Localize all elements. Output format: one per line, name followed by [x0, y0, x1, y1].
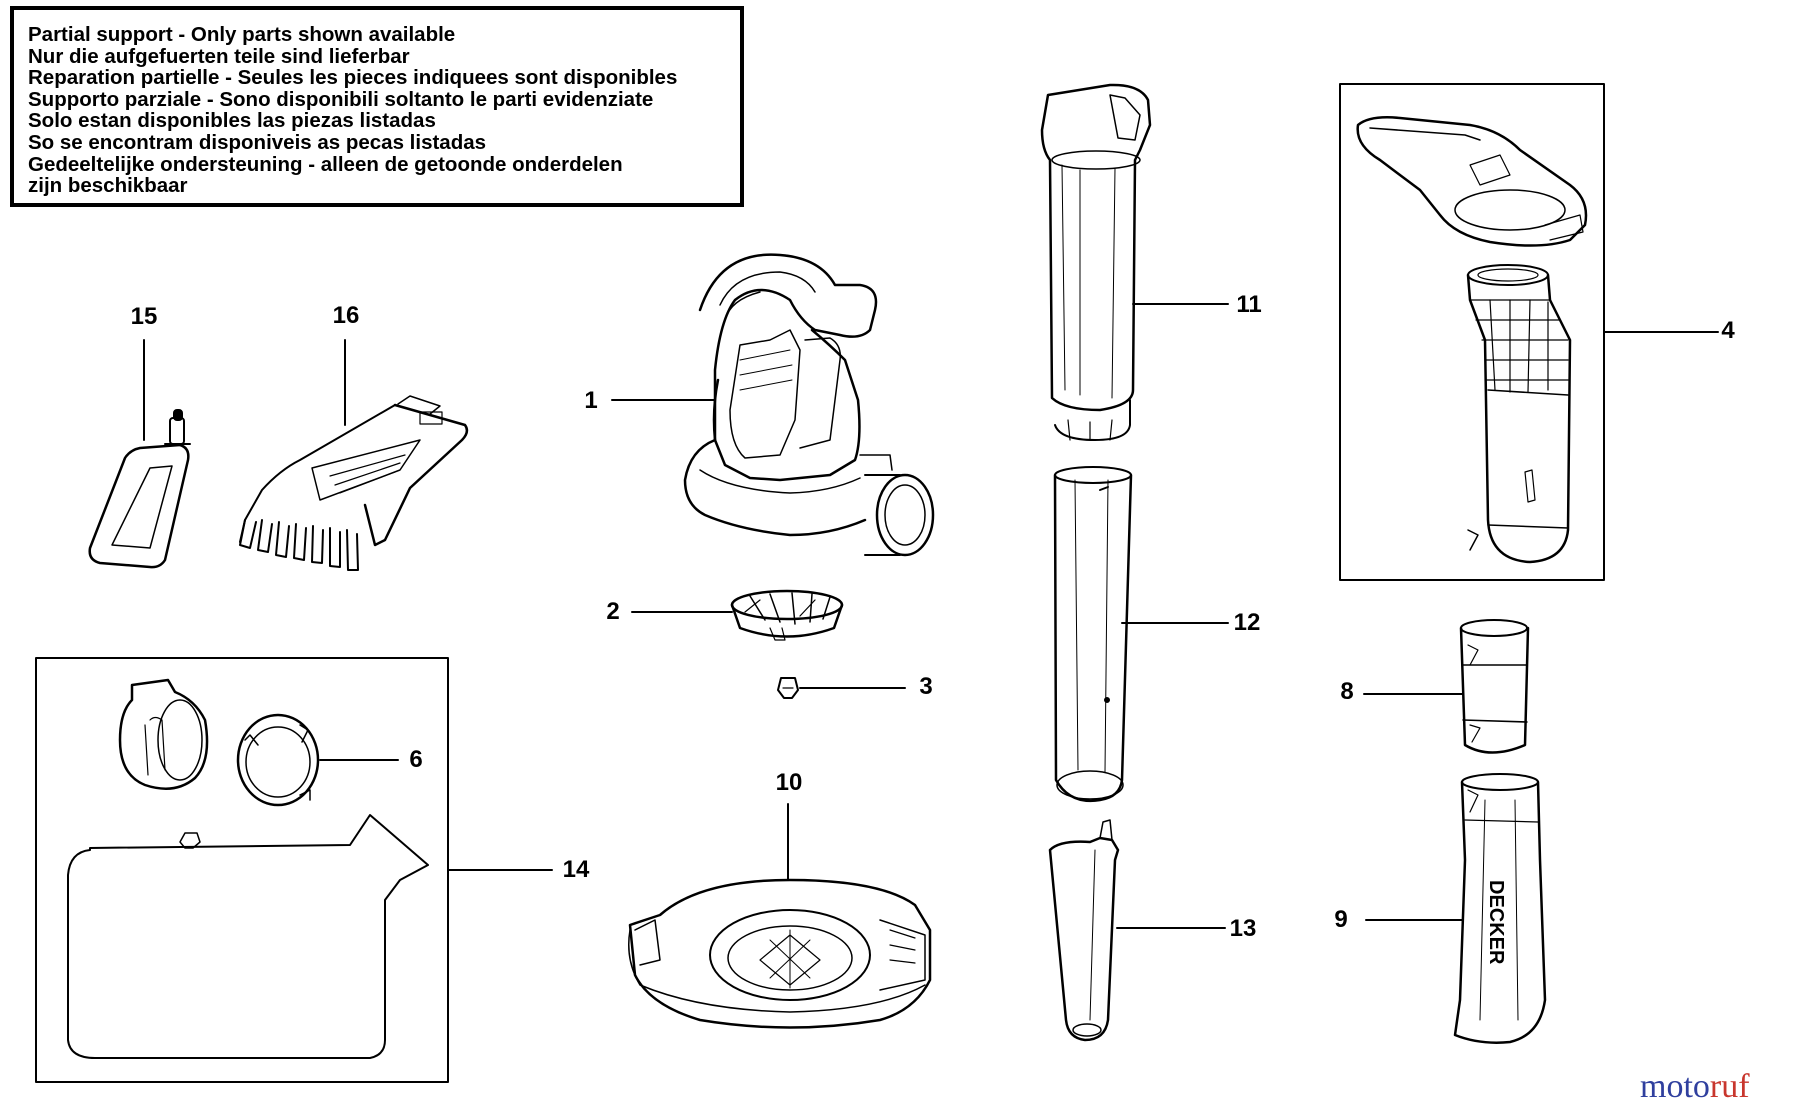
part-13-nozzle [1048, 819, 1120, 1042]
callout-4: 4 [1721, 317, 1735, 344]
callout-3: 3 [919, 673, 932, 700]
notice-line-it: Supporto parziale - Sono disponibili sol… [28, 87, 654, 111]
part-11-upper-tube [1040, 83, 1152, 441]
part-9-lower-tube [1453, 773, 1547, 1044]
callout-1: 1 [584, 387, 597, 414]
callout-15: 15 [131, 303, 158, 330]
callout-8: 8 [1340, 678, 1353, 705]
part-12-middle-tube [1053, 466, 1133, 803]
brand-text-red: ruf [1709, 1068, 1750, 1105]
part-2-fan [730, 589, 844, 641]
callout-10: 10 [776, 769, 803, 796]
part-16-rake [239, 395, 469, 571]
leader-lines [143, 303, 1719, 929]
callout-6: 6 [409, 746, 422, 773]
part-10-base [628, 878, 932, 1029]
part-14-kit [35, 657, 449, 1083]
notice-line-nl-2: zijn beschikbaar [28, 174, 188, 198]
partial-support-notice: Partial support - Only parts shown avail… [10, 6, 744, 207]
callout-13: 13 [1230, 915, 1257, 942]
notice-line-es: Solo estan disponibles las piezas listad… [28, 109, 436, 133]
part-4-assembly [1339, 83, 1605, 581]
callout-11: 11 [1236, 291, 1261, 318]
brand-text-blue: moto [1640, 1068, 1710, 1105]
callout-16: 16 [333, 302, 360, 329]
brand-watermark: motoruf [1640, 1068, 1750, 1106]
notice-line-nl: Gedeeltelijke ondersteuning - alleen de … [28, 152, 623, 176]
callout-2: 2 [606, 598, 619, 625]
notice-line-fr: Reparation partielle - Seules les pieces… [28, 66, 678, 90]
callout-14: 14 [563, 856, 590, 883]
notice-line-pt: So se encontram disponiveis as pecas lis… [28, 130, 487, 154]
callout-12: 12 [1234, 609, 1261, 636]
notice-line-de: Nur die aufgefuerten teile sind lieferba… [28, 44, 410, 68]
part-3-nut [777, 677, 799, 699]
tube-logo-text: DECKER [1485, 880, 1507, 965]
part-1-blower-housing [683, 253, 935, 557]
callout-9: 9 [1334, 906, 1347, 933]
part-15-bottle [88, 409, 191, 569]
notice-line-en: Partial support - Only parts shown avail… [28, 23, 456, 46]
part-8-coupling [1459, 619, 1530, 754]
